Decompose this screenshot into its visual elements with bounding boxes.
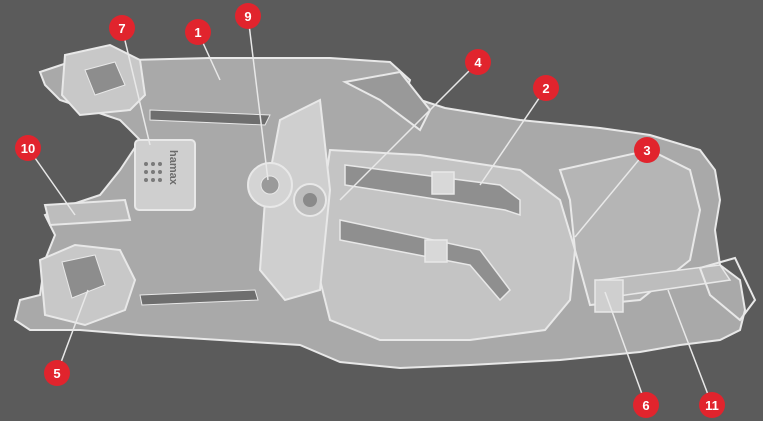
adjustment-knob-center — [260, 175, 280, 195]
shoulder-strap — [339, 219, 511, 302]
svg-text:1: 1 — [194, 25, 201, 40]
handle — [341, 70, 432, 132]
harness-buckle-center — [303, 193, 317, 207]
svg-text:4: 4 — [474, 55, 482, 70]
strap-loop — [698, 256, 757, 322]
backrest-slot — [149, 109, 271, 126]
callout-4: 4 — [465, 49, 491, 75]
svg-text:6: 6 — [642, 398, 649, 413]
callout-3: 3 — [634, 137, 660, 163]
callout-9: 9 — [235, 3, 261, 29]
callout-1: 1 — [185, 19, 211, 45]
callout-5: 5 — [44, 360, 70, 386]
footrest-lower-strap — [61, 254, 106, 299]
svg-text:9: 9 — [244, 9, 251, 24]
callout-7: 7 — [109, 15, 135, 41]
svg-text:5: 5 — [53, 366, 60, 381]
strap-adjuster — [431, 171, 455, 195]
latch — [594, 279, 624, 313]
svg-text:11: 11 — [705, 398, 719, 413]
svg-text:7: 7 — [118, 21, 125, 36]
callout-10: 10 — [15, 135, 41, 161]
svg-text:2: 2 — [542, 81, 549, 96]
svg-text:3: 3 — [643, 143, 650, 158]
callout-2: 2 — [533, 75, 559, 101]
callout-6: 6 — [633, 392, 659, 418]
backrest-slot — [139, 289, 259, 306]
brand-logo: hamax — [167, 150, 179, 186]
footrest-upper-strap — [84, 61, 126, 96]
mount-box-dots — [144, 162, 162, 182]
svg-text:10: 10 — [21, 141, 35, 156]
strap-adjuster — [424, 239, 448, 263]
footrest-bracket — [43, 198, 132, 227]
mount-box — [134, 139, 196, 211]
callout-11: 11 — [699, 392, 725, 418]
leader-lines — [27, 15, 713, 406]
